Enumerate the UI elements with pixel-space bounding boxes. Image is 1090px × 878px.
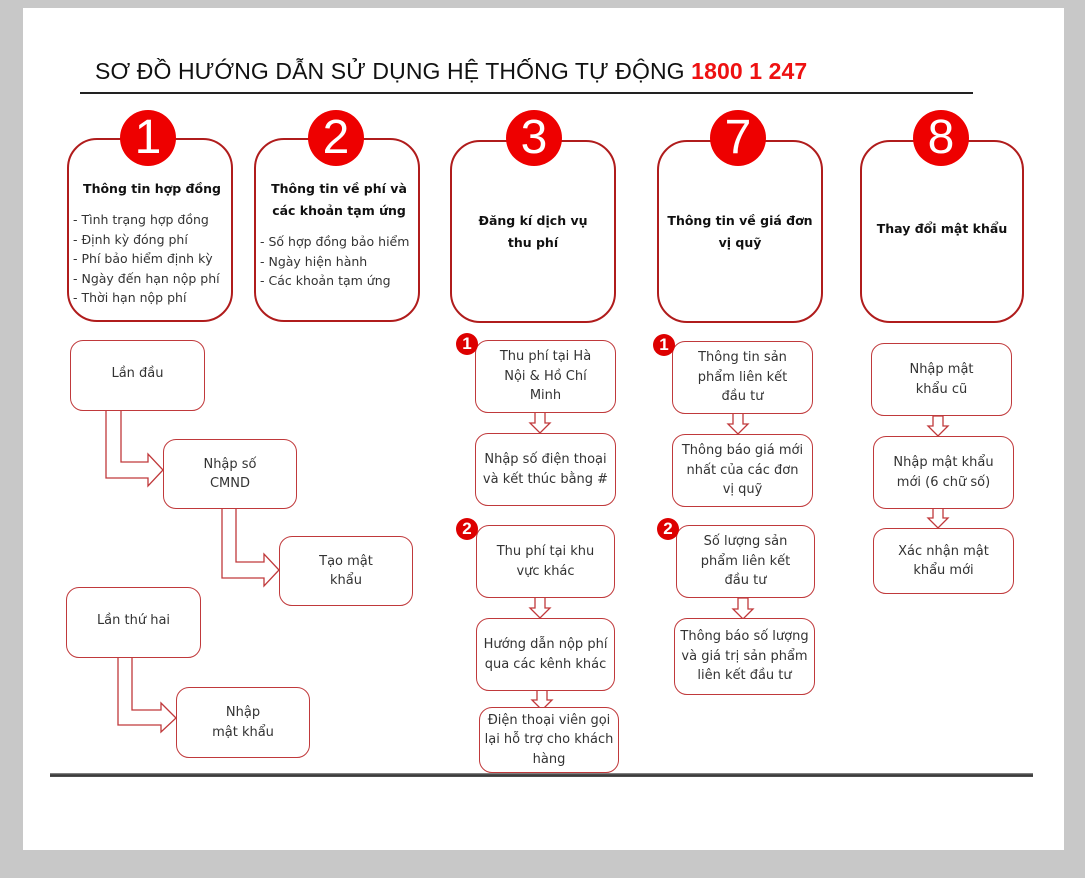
- step-label: Nhập mật khẩu mới (6 chữ số): [893, 455, 994, 490]
- elbow-arrow-icon: [105, 410, 164, 488]
- list-item: - Tình trạng hợp đồng: [73, 212, 209, 227]
- list-item: - Ngày đến hạn nộp phí: [73, 270, 220, 286]
- step-label: Lần đầu: [111, 366, 164, 381]
- category-card-2: Thông tin về phí và các khoản tạm ứng - …: [254, 138, 420, 322]
- step-label: Thông tin sản phẩm liên kết đầu tư: [697, 350, 788, 405]
- list-item: - Số hợp đồng bảo hiểm: [260, 234, 410, 249]
- step-label: Số lượng sản phẩm liên kết đầu tư: [700, 534, 791, 589]
- step-enter-id: Nhập số CMND: [163, 439, 297, 509]
- step-box: Nhập số điện thoại và kết thúc bằng #: [475, 433, 616, 506]
- category-title: Thông tin về phí và các khoản tạm ứng: [271, 181, 407, 218]
- down-arrow-icon: [926, 507, 950, 529]
- step-label: Thu phí tại khu vực khác: [496, 544, 595, 579]
- category-card-8: Thay đổi mật khẩu: [860, 140, 1024, 323]
- option-badge-2: 2: [456, 518, 478, 540]
- number-badge-8: 8: [913, 110, 969, 166]
- down-arrow-icon: [528, 596, 552, 619]
- category-title: Thông tin hợp đồng: [83, 181, 221, 196]
- number-badge-1: 1: [120, 110, 176, 166]
- step-label: Thu phí tại Hà Nội & Hồ Chí Minh: [499, 349, 592, 404]
- list-item: - Các khoản tạm ứng: [260, 273, 391, 289]
- step-label: Nhập mật khẩu cũ: [909, 362, 974, 397]
- down-arrow-icon: [926, 415, 950, 437]
- title-text: SƠ ĐỒ HƯỚNG DẪN SỬ DỤNG HỆ THỐNG TỰ ĐỘNG: [95, 58, 685, 84]
- step-box: Số lượng sản phẩm liên kết đầu tư: [676, 525, 815, 598]
- option-badge-1: 1: [653, 334, 675, 356]
- step-label: Thông báo số lượng và giá trị sản phẩm l…: [680, 629, 809, 684]
- number-badge-7: 7: [710, 110, 766, 166]
- category-items: - Số hợp đồng bảo hiểm - Ngày hiện hành …: [260, 232, 418, 291]
- step-first-time: Lần đầu: [70, 340, 205, 411]
- step-label: Tạo mật khẩu: [319, 553, 373, 589]
- category-title: Thông tin về giá đơn vị quỹ: [667, 213, 813, 250]
- step-label: Lần thứ hai: [96, 613, 171, 628]
- list-item: - Phí bảo hiểm định kỳ: [73, 251, 213, 267]
- step-box: Thu phí tại Hà Nội & Hồ Chí Minh: [475, 340, 616, 413]
- elbow-arrow-icon: [117, 657, 177, 734]
- page-edge: [1085, 0, 1090, 878]
- category-items: - Tình trạng hợp đồng - Định kỳ đóng phí…: [73, 210, 231, 308]
- bottom-divider: [50, 773, 1033, 777]
- step-create-password: Tạo mật khẩu: [279, 536, 413, 606]
- down-arrow-icon: [530, 689, 554, 711]
- down-arrow-icon: [528, 411, 552, 434]
- elbow-arrow-icon: [221, 508, 280, 588]
- list-item: - Thời hạn nộp phí: [73, 290, 187, 306]
- category-title: Thay đổi mật khẩu: [876, 221, 1008, 236]
- step-box: Điện thoại viên gọi lại hỗ trợ cho khách…: [479, 707, 619, 773]
- option-badge-2: 2: [657, 518, 679, 540]
- category-card-7: Thông tin về giá đơn vị quỹ: [657, 140, 823, 323]
- list-item: - Ngày hiện hành: [260, 253, 368, 269]
- step-label: Nhập mật khẩu: [212, 705, 274, 740]
- step-box: Xác nhận mật khẩu mới: [873, 528, 1014, 594]
- step-second-time: Lần thứ hai: [66, 587, 201, 658]
- step-box: Thu phí tại khu vực khác: [476, 525, 615, 598]
- list-item: - Định kỳ đóng phí: [73, 231, 188, 247]
- number-badge-2: 2: [308, 110, 364, 166]
- step-label: Nhập số CMND: [203, 456, 257, 492]
- step-box: Thông tin sản phẩm liên kết đầu tư: [672, 341, 813, 414]
- category-card-1: Thông tin hợp đồng - Tình trạng hợp đồng…: [67, 138, 233, 322]
- step-enter-password: Nhập mật khẩu: [176, 687, 310, 758]
- category-card-3: Đăng kí dịch vụ thu phí: [450, 140, 616, 323]
- step-box: Thông báo giá mới nhất của các đơn vị qu…: [672, 434, 813, 507]
- number-badge-3: 3: [506, 110, 562, 166]
- hotline-number: 1800 1 247: [691, 58, 808, 84]
- step-label: Xác nhận mật khẩu mới: [898, 543, 989, 579]
- step-label: Điện thoại viên gọi lại hỗ trợ cho khách…: [484, 712, 614, 767]
- step-label: Nhập số điện thoại và kết thúc bằng #: [482, 452, 609, 487]
- category-title: Đăng kí dịch vụ thu phí: [478, 213, 588, 250]
- step-box: Hướng dẫn nộp phí qua các kênh khác: [476, 618, 615, 691]
- step-box: Nhập mật khẩu cũ: [871, 343, 1012, 416]
- option-badge-1: 1: [456, 333, 478, 355]
- down-arrow-icon: [731, 597, 755, 620]
- page-title: SƠ ĐỒ HƯỚNG DẪN SỬ DỤNG HỆ THỐNG TỰ ĐỘNG…: [95, 58, 807, 85]
- step-box: Nhập mật khẩu mới (6 chữ số): [873, 436, 1014, 509]
- title-underline: [80, 92, 973, 94]
- step-label: Hướng dẫn nộp phí qua các kênh khác: [483, 637, 608, 672]
- step-label: Thông báo giá mới nhất của các đơn vị qu…: [681, 443, 804, 498]
- down-arrow-icon: [726, 412, 750, 435]
- step-box: Thông báo số lượng và giá trị sản phẩm l…: [674, 618, 815, 695]
